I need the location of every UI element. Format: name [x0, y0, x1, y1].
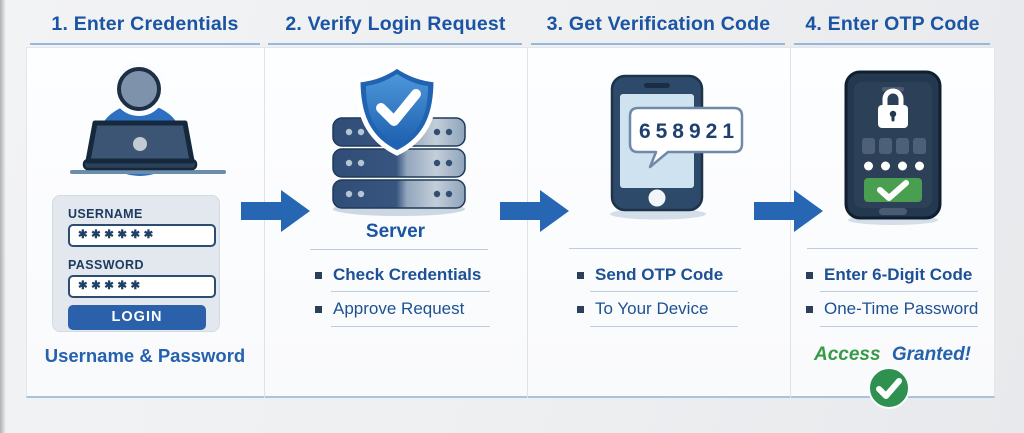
person-at-laptop-icon: [70, 62, 226, 176]
title-underline: [531, 43, 785, 45]
column-divider: [527, 48, 528, 398]
bullet-label: Check Credentials: [333, 265, 482, 284]
square-bullet-icon: [806, 305, 813, 313]
flow-arrow-right-icon: [500, 190, 569, 232]
phone-sms-code-icon: 658921: [610, 74, 744, 220]
flow-arrow-right-icon: [241, 190, 310, 232]
list-divider: [590, 326, 738, 327]
server-label: Server: [365, 221, 426, 242]
phone-otp-lock-icon: [844, 70, 942, 225]
title-underline: [30, 43, 260, 45]
square-bullet-icon: [806, 271, 813, 279]
bullet-item: To Your Device: [577, 298, 708, 320]
password-masked-value: ✱✱✱✱✱: [78, 279, 144, 292]
list-divider: [807, 248, 978, 249]
login-button[interactable]: LOGIN: [68, 305, 206, 330]
step1-caption: Username & Password: [44, 345, 246, 366]
username-label: USERNAME: [68, 207, 143, 221]
square-bullet-icon: [577, 305, 584, 313]
bullet-item: Send OTP Code: [577, 264, 723, 286]
page-left-shadow: [0, 0, 6, 433]
list-divider: [331, 326, 490, 327]
list-divider: [331, 291, 490, 292]
list-divider: [820, 326, 978, 327]
step4-title: 4. Enter OTP Code: [805, 13, 980, 35]
step1-title: 1. Enter Credentials: [51, 13, 239, 35]
granted-word: Granted!: [891, 344, 972, 365]
list-divider: [590, 291, 738, 292]
username-masked-value: ✱✱✱✱✱✱: [78, 228, 157, 241]
title-underline: [268, 43, 522, 45]
column-divider: [264, 48, 265, 398]
success-check-circle-icon: [868, 367, 910, 409]
square-bullet-icon: [315, 271, 322, 279]
access-granted-text: Access Granted!: [790, 343, 995, 367]
list-divider: [820, 291, 978, 292]
bullet-item: Check Credentials: [315, 264, 481, 286]
list-divider: [569, 248, 741, 249]
list-divider: [310, 249, 488, 250]
bullet-label: One-Time Password: [824, 299, 979, 318]
step2-title: 2. Verify Login Request: [285, 13, 506, 35]
column-divider: [790, 48, 791, 398]
username-input[interactable]: ✱✱✱✱✱✱: [68, 224, 216, 247]
bullet-item: Enter 6-Digit Code: [806, 264, 972, 286]
login-form-card: USERNAME ✱✱✱✱✱✱ PASSWORD ✱✱✱✱✱ LOGIN: [52, 195, 220, 332]
bullet-label: To Your Device: [595, 299, 709, 318]
step3-title: 3. Get Verification Code: [546, 13, 771, 35]
square-bullet-icon: [577, 271, 584, 279]
bullet-item: One-Time Password: [806, 298, 978, 320]
bullet-item: Approve Request: [315, 298, 464, 320]
flow-arrow-right-icon: [754, 190, 823, 232]
bullet-label: Send OTP Code: [595, 265, 724, 284]
access-word: Access: [813, 344, 881, 365]
title-underline: [794, 43, 990, 45]
server-shield-check-icon: [332, 62, 466, 216]
bullet-label: Enter 6-Digit Code: [824, 265, 973, 284]
password-label: PASSWORD: [68, 258, 144, 272]
otp-code-text: 658921: [639, 120, 739, 143]
bullet-label: Approve Request: [333, 299, 465, 318]
square-bullet-icon: [315, 305, 322, 313]
password-input[interactable]: ✱✱✱✱✱: [68, 275, 216, 298]
